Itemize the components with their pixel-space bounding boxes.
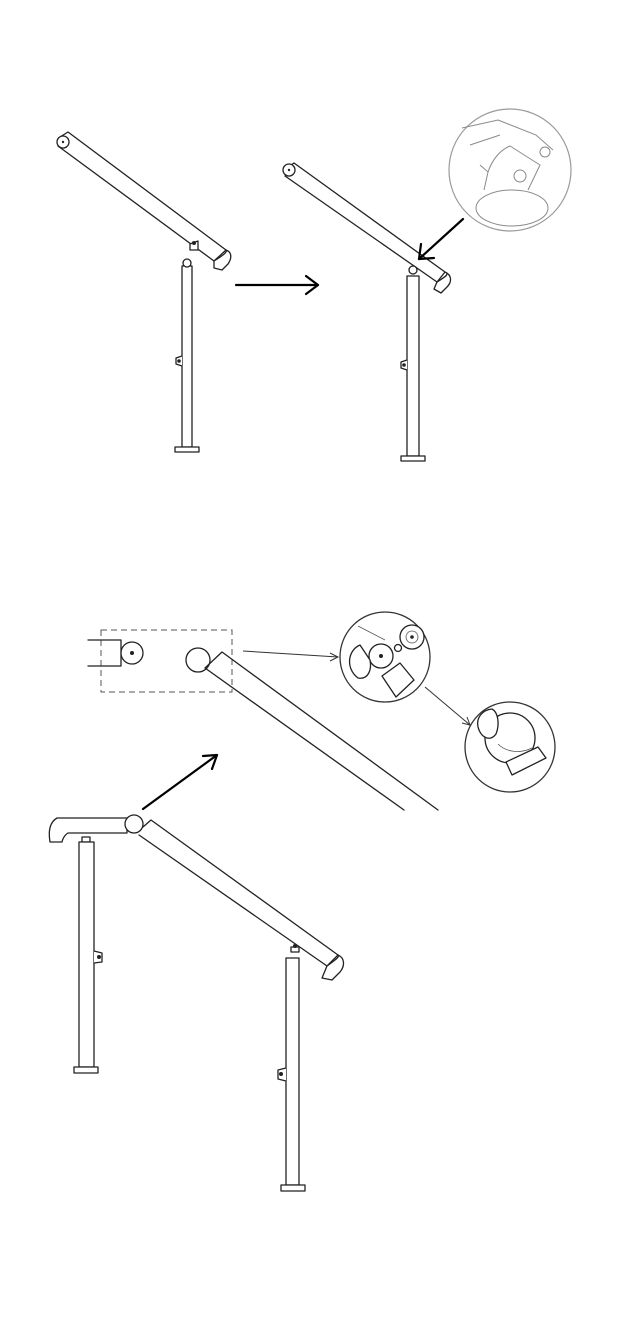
right-post	[286, 958, 299, 1185]
diagonal-rail	[139, 820, 338, 966]
diagonal-arrow-icon	[143, 755, 217, 809]
post	[182, 266, 192, 447]
post-base-plate	[401, 456, 425, 461]
step-a-handrail-before-attach	[57, 132, 231, 452]
left-post	[79, 842, 94, 1067]
step-c-assembled-rail	[49, 815, 343, 1191]
post-top-knuckle	[183, 259, 191, 267]
rail-tube	[285, 163, 445, 282]
step-b-handrail-attached	[283, 163, 451, 461]
right-post-base-plate	[281, 1185, 305, 1191]
magnify-lens-icon	[340, 612, 430, 702]
post-top-knuckle	[82, 837, 90, 842]
diagonal-rail-curved-end	[322, 955, 344, 980]
post-top-knuckle	[409, 266, 417, 274]
diagonal-arrow-icon	[419, 219, 463, 259]
post	[407, 276, 419, 456]
magnify-lens-icon	[449, 109, 571, 231]
magnify-lens-icon	[465, 702, 555, 792]
post-base-plate	[175, 447, 199, 452]
left-post-base-plate	[74, 1067, 98, 1073]
right-arrow-icon	[236, 276, 318, 294]
rail-stub	[88, 640, 121, 666]
rail-tube	[58, 132, 226, 261]
joint-ball	[125, 815, 143, 833]
